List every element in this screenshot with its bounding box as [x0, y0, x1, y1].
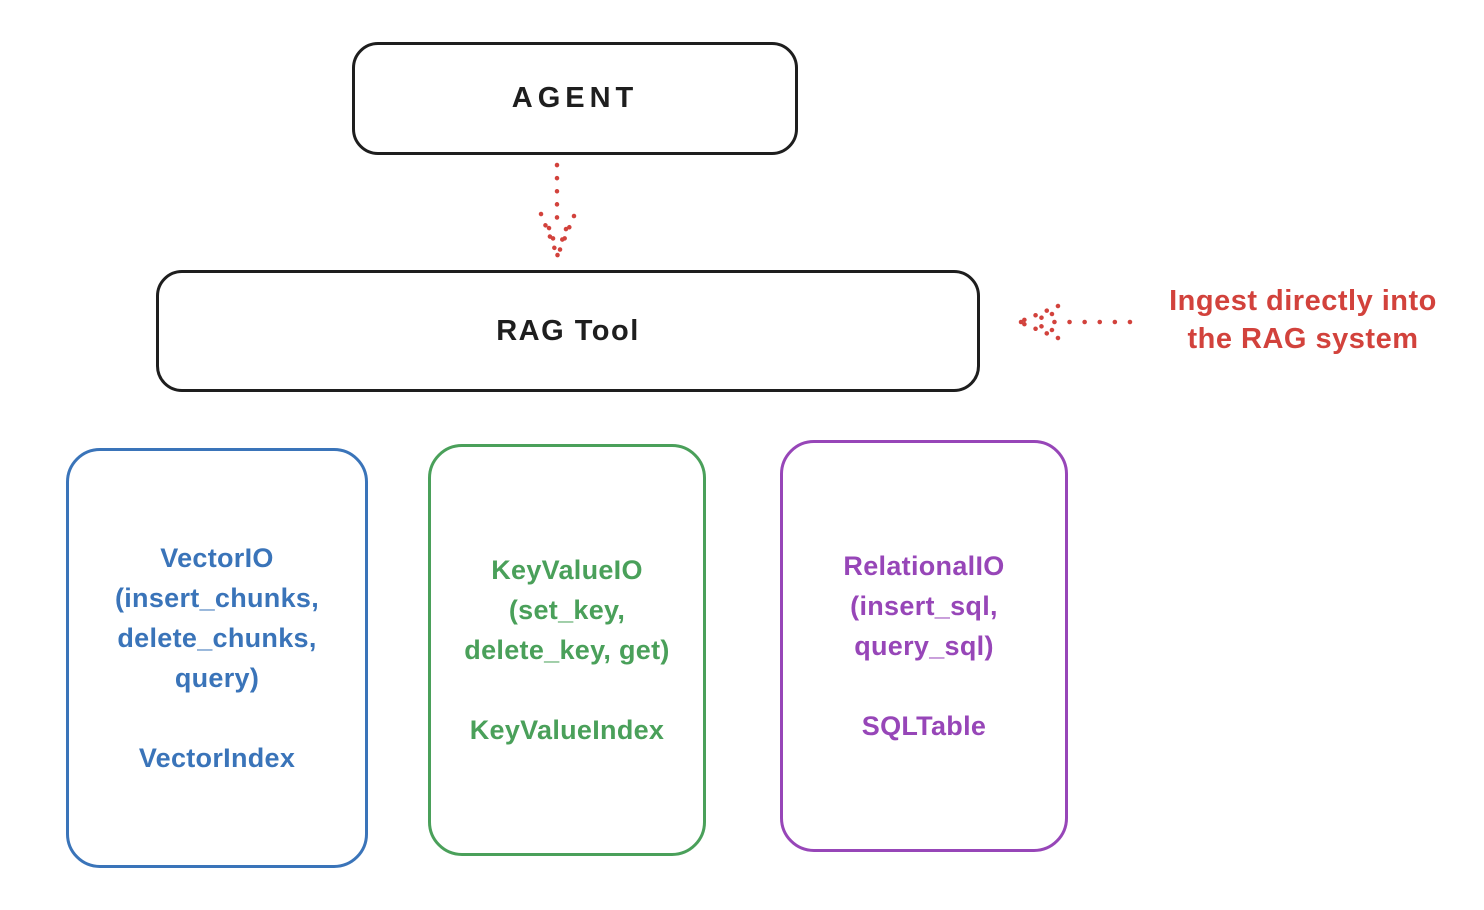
- ingest-annotation-line1: Ingest directly into: [1169, 285, 1437, 317]
- rag-tool-label: RAG Tool: [496, 314, 640, 347]
- store-line: (insert_sql,: [850, 591, 998, 621]
- store-line: RelationalIO: [843, 551, 1005, 581]
- store-box-keyvalue-io: KeyValueIO (set_key, delete_key, get) Ke…: [428, 444, 706, 856]
- agent-to-ragtool-arrow-icon: [538, 162, 577, 258]
- store-line: VectorIO: [160, 543, 274, 573]
- store-index-label: SQLTable: [861, 711, 987, 741]
- ingest-annotation-line2: the RAG system: [1187, 323, 1419, 355]
- agent-label: AGENT: [511, 82, 639, 114]
- store-line: delete_key, get): [464, 635, 670, 665]
- store-line: delete_chunks,: [117, 623, 317, 653]
- ingest-annotation: Ingest directly into the RAG system: [1138, 282, 1468, 358]
- store-line: KeyValueIO: [491, 555, 643, 585]
- store-index-label: KeyValueIndex: [469, 715, 665, 745]
- store-line: (insert_chunks,: [114, 583, 320, 613]
- rag-tool-node: RAG Tool: [156, 270, 980, 392]
- ingest-arrow-icon: [1018, 303, 1133, 341]
- store-line: query): [174, 663, 260, 693]
- store-index-label: VectorIndex: [138, 743, 296, 773]
- agent-node: AGENT: [352, 42, 798, 155]
- store-line: (set_key,: [508, 595, 626, 625]
- store-line: query_sql): [854, 631, 994, 661]
- store-box-vector-io: VectorIO (insert_chunks, delete_chunks, …: [66, 448, 368, 868]
- store-box-relational-io: RelationalIO (insert_sql, query_sql) SQL…: [780, 440, 1068, 852]
